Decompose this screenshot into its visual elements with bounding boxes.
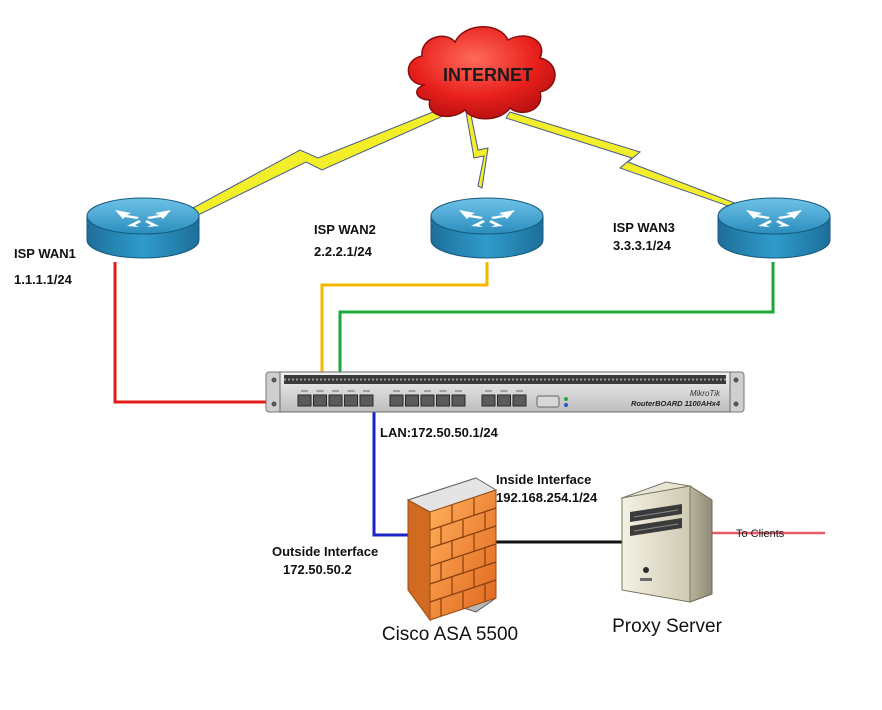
lightning-bolt-icon (178, 109, 444, 220)
lan-link (372, 400, 410, 537)
ethernet-port (359, 394, 374, 407)
firewall-icon (406, 477, 498, 622)
ethernet-port (436, 394, 450, 407)
lightning-bolt-icon (505, 111, 742, 209)
wan1-link (113, 262, 305, 404)
ethernet-port (344, 394, 358, 407)
inside-interface-ip: 192.168.254.1/24 (496, 490, 598, 505)
lightning-bolt-icon (465, 109, 489, 189)
port-led (332, 390, 339, 392)
port-led (363, 390, 370, 392)
ethernet-port (313, 394, 327, 407)
outside-interface-ip: 172.50.50.2 (283, 562, 352, 577)
port-led (316, 390, 324, 392)
port-led (301, 390, 308, 392)
outside-interface-title: Outside Interface (272, 544, 378, 559)
port-led (485, 390, 492, 392)
port-led (516, 390, 523, 392)
cloud-icon: INTERNET (407, 26, 556, 120)
wan1-ip: 1.1.1.1/24 (14, 272, 73, 287)
wan1-name: ISP WAN1 (14, 246, 76, 261)
ethernet-port (451, 394, 466, 407)
wan3-name: ISP WAN3 (613, 220, 675, 235)
ethernet-port (512, 394, 527, 407)
server-icon (620, 481, 713, 603)
wan2-ip: 2.2.2.1/24 (314, 244, 373, 259)
router-icon (430, 197, 544, 259)
ethernet-port (405, 394, 419, 407)
ethernet-port (297, 394, 312, 407)
ethernet-port (497, 394, 511, 407)
router-model: RouterBOARD 1100AHx4 (631, 399, 721, 408)
router-icon (717, 197, 831, 259)
router-brand: MikroTik (690, 389, 721, 398)
port-led (455, 390, 462, 392)
ethernet-port (389, 394, 404, 407)
clients-label: To Clients (736, 528, 785, 540)
port-led (347, 390, 355, 392)
port-led (408, 390, 416, 392)
ethernet-port (420, 394, 435, 407)
ethernet-port (481, 394, 496, 407)
wan2-name: ISP WAN2 (314, 222, 376, 237)
wan3-ip: 3.3.3.1/24 (613, 238, 672, 253)
ethernet-port (328, 394, 343, 407)
port-led (500, 390, 508, 392)
firewall-caption: Cisco ASA 5500 (382, 624, 518, 645)
inside-interface-title: Inside Interface (496, 472, 591, 487)
port-led (424, 390, 431, 392)
wan3-link (338, 262, 775, 404)
cloud-label: INTERNET (443, 65, 533, 85)
port-led (439, 390, 447, 392)
router-icon (86, 197, 200, 259)
wan2-link (320, 262, 489, 404)
port-led (393, 390, 400, 392)
lan-label: LAN:172.50.50.1/24 (380, 425, 499, 440)
switch-icon: MikroTik RouterBOARD 1100AHx4 (265, 371, 745, 413)
proxy-caption: Proxy Server (612, 616, 722, 637)
cables (113, 262, 825, 544)
